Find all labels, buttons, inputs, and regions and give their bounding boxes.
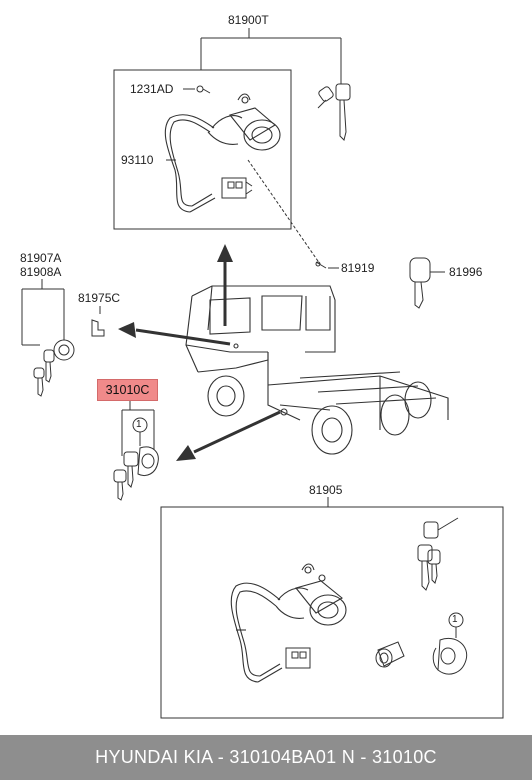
bracket-81900T [200,28,342,84]
label-81975C: 81975C [78,291,121,305]
arrow-left-head [118,322,136,338]
label-1231AD: 1231AD [130,82,174,96]
screw-81919-leader [247,159,321,265]
parts-diagram [21,28,504,719]
label-81919: 81919 [341,261,375,275]
label-31010C: 31010C [105,383,150,397]
arrow-up-head [217,244,233,262]
ignition-switch-bottom-icon [230,563,347,683]
truck-icon [185,285,449,455]
lock-cylinder-31010C-icon [113,446,159,501]
bracket-81907A [21,279,65,346]
bracket-31010C [121,401,155,456]
key-81996-icon [409,257,445,309]
connector-bottom-icon [285,647,311,669]
lock-set-assembly-box [160,506,504,719]
ignition-switch-assembly-box [113,69,292,230]
label-81996: 81996 [449,265,483,279]
screw-1231AD-icon [183,85,211,94]
arrow-down-left [193,410,281,454]
arrows [118,244,281,461]
door-lock-key-icon [33,339,75,397]
part-number-footer: HYUNDAI KIA - 310104BA01 N - 31010C [0,735,532,780]
label-81905: 81905 [309,483,343,497]
arrow-down-left-head [176,445,196,461]
label-93110: 93110 [121,153,154,167]
label-81907A: 81907A [20,251,62,265]
highlighted-part-label: 31010C [97,379,158,401]
key-set-bottom-icon [417,517,459,591]
door-cylinder-icon [375,641,405,668]
lock-cylinder-bottom-icon [432,638,468,675]
label-81908A: 81908A [20,265,62,279]
callout-1a: 1 [136,419,142,430]
ignition-switch-icon [164,93,281,213]
arrow-left [135,328,231,346]
screw-81919-icon [315,261,327,269]
callout-1b: 1 [452,614,458,625]
clip-81975C-icon [91,306,105,337]
key-set-icon [317,83,351,141]
label-81900T: 81900T [228,13,269,27]
connector-top-icon [221,177,253,199]
